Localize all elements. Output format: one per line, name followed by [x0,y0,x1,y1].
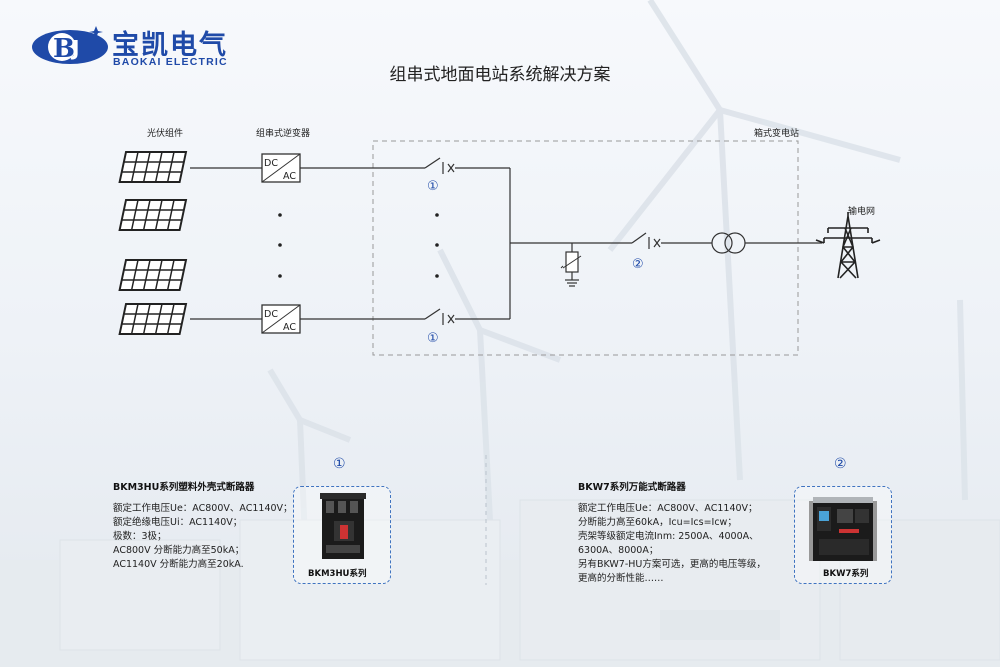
brand-name-cn: 宝凯电气 [112,30,228,61]
substation-label: 箱式变电站 [754,129,800,139]
brand-logo-icon: B J [32,26,108,64]
spec-line: AC1140V 分断能力高至20kA. [113,559,244,570]
inverter-ac-text: AC [283,322,296,333]
acb-breaker-icon [809,497,877,561]
product-2-marker: ② [834,456,847,472]
pv-module-label: 光伏组件 [147,129,184,139]
spec-line: 6300A、8000A； [578,545,659,556]
marker-1-top: ① [427,179,439,194]
surge-arrester-icon [560,243,582,287]
product-1-image-label: BKM3HU系列 [308,569,367,579]
inverter-dc-text: DC [264,309,278,320]
spec-line: 另有BKW7-HU方案可选，更高的电压等级， [578,559,766,570]
inverter-label: 组串式逆变器 [256,129,311,139]
product-1-marker: ① [333,456,346,472]
spec-line: 额定工作电压Ue：AC800V、AC1140V； [113,503,293,514]
page-title: 组串式地面电站系统解决方案 [389,65,611,85]
spec-line: 分断能力高至60kA，Icu=Ics=Icw； [578,517,737,528]
inverter-icon: DC AC [261,153,301,183]
spec-line: 壳架等级额定电流Inm: 2500A、4000A、 [578,531,759,542]
solar-panel-icon [118,199,188,231]
substation-boundary [372,140,799,356]
spec-line: 额定工作电压Ue：AC800V、AC1140V； [578,503,758,514]
spec-line: 极数：3极； [113,531,167,542]
section-divider [485,455,487,585]
inverter-dc-text: DC [264,158,278,169]
mccb-breaker-icon [320,493,366,559]
product-2-card: BKW7系列 [794,486,892,584]
product-2-title: BKW7系列万能式断路器 [578,482,686,493]
spec-line: AC800V 分断能力高至50kA； [113,545,245,556]
grid-label: 输电网 [848,207,876,217]
svg-text:B: B [53,34,75,64]
solar-panel-icon [118,259,188,291]
breaker-2-icon [631,232,647,244]
product-2-image-label: BKW7系列 [823,569,869,579]
brand-name-en: BAOKAI ELECTRIC [113,56,228,68]
marker-1-bottom: ① [427,331,439,346]
svg-text:J: J [70,36,79,60]
breaker-1-bottom-icon [424,308,441,320]
product-1-card: BKM3HU系列 [293,486,391,584]
solar-panel-icon [118,303,188,335]
single-line-diagram: DC AC DC AC [118,140,881,356]
marker-2: ② [632,257,644,272]
product-1-title: BKM3HU系列塑料外壳式断路器 [113,482,255,493]
transmission-tower-icon [815,212,881,279]
transformer-icon [711,232,746,254]
spec-line: 额定绝缘电压Ui：AC1140V； [113,517,243,528]
inverter-ac-text: AC [283,171,296,182]
breaker-1-top-icon [424,157,441,169]
inverter-icon: DC AC [261,304,301,334]
spec-line: 更高的分断性能…… [578,573,664,584]
continuation-dots [278,213,439,278]
solar-panel-icon [118,151,188,183]
